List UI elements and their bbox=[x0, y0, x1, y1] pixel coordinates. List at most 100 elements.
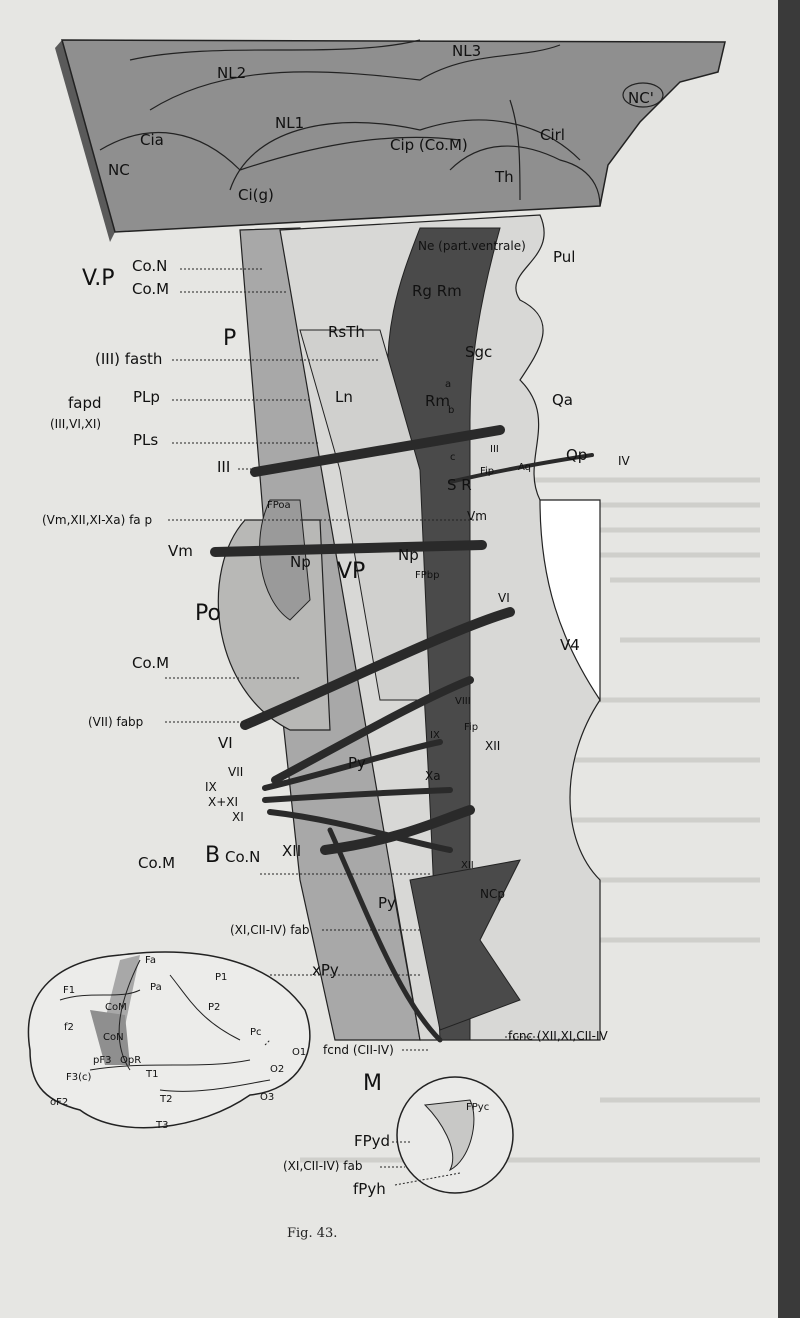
anatomical-label: P bbox=[223, 326, 236, 351]
anatomical-label: NC' bbox=[628, 89, 654, 107]
anatomical-label: (VII) fabp bbox=[88, 715, 143, 729]
nerve-IX bbox=[262, 739, 443, 791]
anatomical-label: fcnc (XII,XI,CII-IV bbox=[508, 1029, 609, 1043]
diagram-shape bbox=[449, 145, 601, 207]
anatomical-label: xPy bbox=[312, 961, 339, 979]
diagram-shape bbox=[89, 1059, 251, 1071]
anatomical-label: NL3 bbox=[452, 42, 481, 60]
top-labels: NL3 NL2 NL1 NC' Cia NC Cip (Co.M) Cirl T… bbox=[108, 42, 654, 204]
anatomical-label: Cia bbox=[140, 131, 164, 149]
slab-top bbox=[61, 39, 726, 233]
anatomical-label: XII bbox=[461, 860, 474, 871]
anatomical-label: (XI,CII-IV) fab bbox=[283, 1159, 362, 1173]
anatomical-label: VP bbox=[337, 559, 365, 584]
nerve-XII bbox=[320, 805, 475, 855]
anatomical-label: F1 bbox=[63, 985, 75, 996]
leader-lines bbox=[165, 268, 540, 1186]
slab-side bbox=[55, 40, 115, 242]
anatomical-label: PLp bbox=[133, 388, 160, 406]
anatomical-label: Np bbox=[398, 546, 419, 564]
anatomical-label: T1 bbox=[145, 1069, 158, 1080]
anatomical-label: X+XI bbox=[208, 795, 238, 809]
diagram-shape bbox=[99, 131, 241, 171]
anatomical-label: P1 bbox=[215, 972, 227, 983]
diagram-shape bbox=[59, 989, 141, 1001]
anatomical-label: Fa bbox=[145, 955, 156, 966]
anatomical-label: V.P bbox=[82, 266, 114, 291]
anatomical-label: Qp bbox=[566, 446, 587, 464]
anatomical-label: (III,VI,XI) bbox=[50, 417, 101, 431]
anatomical-label: F3(c) bbox=[66, 1072, 92, 1083]
anatomical-label: M bbox=[363, 1071, 382, 1096]
anatomical-label: fapd bbox=[68, 394, 102, 412]
anatomical-label: IX bbox=[205, 780, 217, 794]
figure-caption: Fig. 43. bbox=[287, 1226, 337, 1241]
brain-lateral-view bbox=[27, 951, 311, 1129]
anatomical-label: (III) fasth bbox=[95, 350, 162, 368]
anatomical-label: oF2 bbox=[50, 1097, 68, 1108]
diagram-shape bbox=[229, 119, 581, 191]
anatomical-label: pF3 bbox=[93, 1055, 111, 1066]
anatomical-label: NC bbox=[108, 161, 130, 179]
anatomical-label: T3 bbox=[155, 1120, 168, 1131]
anatomical-label: Py bbox=[378, 894, 396, 912]
anatomical-label: FPbp bbox=[415, 570, 439, 581]
anatomical-label: a bbox=[445, 379, 451, 390]
anatomical-label: Fip bbox=[464, 722, 478, 733]
anatomical-label: T2 bbox=[159, 1094, 172, 1105]
anatomical-label: FPyc bbox=[466, 1102, 489, 1113]
grey-matter bbox=[423, 1099, 475, 1172]
diagram-shape bbox=[129, 39, 421, 61]
anatomical-label: Pul bbox=[553, 248, 575, 266]
anatomical-label: (Vm,XII,XI-Xa) fa p bbox=[42, 513, 152, 527]
anatomical-label: Qa bbox=[552, 391, 573, 409]
brain-sulci bbox=[59, 959, 271, 1092]
anatomical-label: NCp bbox=[480, 887, 505, 901]
anatomical-label: fPyh bbox=[353, 1180, 386, 1198]
anatomical-label: Vm bbox=[168, 542, 193, 560]
page-edge bbox=[778, 0, 800, 1318]
diagram-shape bbox=[509, 99, 521, 201]
nerve-VI bbox=[240, 607, 515, 730]
anatomical-label: S R bbox=[447, 476, 472, 494]
diagram-shape bbox=[264, 1039, 271, 1046]
anatomical-label: Ne (part.ventrale) bbox=[418, 239, 526, 253]
anatomical-label: Aq bbox=[518, 462, 531, 473]
anatomical-label: NL1 bbox=[275, 114, 304, 132]
anatomical-label: FPoa bbox=[267, 500, 291, 511]
fpoa-region bbox=[259, 499, 311, 621]
diagram-shape bbox=[159, 1079, 271, 1092]
anatomical-label: Cirl bbox=[540, 126, 565, 144]
slab-contours bbox=[99, 39, 664, 207]
anatomical-label: O3 bbox=[260, 1092, 274, 1103]
anatomical-label: f2 bbox=[64, 1022, 74, 1033]
anatomical-label: P2 bbox=[208, 1002, 220, 1013]
left-labels: V.P Co.N Co.M P (III) fasth fapd (III,VI… bbox=[42, 257, 609, 1198]
anatomical-label: NL2 bbox=[217, 64, 246, 82]
anatomical-label: b bbox=[448, 405, 454, 416]
diagram-shape bbox=[239, 136, 461, 171]
nerve-III bbox=[250, 425, 505, 477]
anatomical-label: RsTh bbox=[328, 323, 365, 341]
anatomical-label: XI bbox=[232, 810, 244, 824]
nerve-VII bbox=[271, 676, 474, 784]
anatomical-label: XII bbox=[485, 739, 500, 753]
anatomical-label: Pa bbox=[150, 982, 162, 993]
anatomical-label: Co.M bbox=[138, 854, 175, 872]
nerve-XI bbox=[267, 809, 453, 853]
anatomical-label: Co.M bbox=[132, 654, 169, 672]
anatomical-label: Rg Rm bbox=[412, 282, 462, 300]
anatomical-label: B bbox=[205, 843, 220, 868]
anatomical-label: c bbox=[450, 452, 456, 463]
nerve-cervical bbox=[327, 827, 443, 1043]
anatomical-label: CoN bbox=[103, 1032, 124, 1043]
anatomical-label: O1 bbox=[292, 1047, 306, 1058]
ncp-region bbox=[409, 859, 521, 1031]
diagram-shape bbox=[118, 959, 141, 1071]
diagram-shape bbox=[149, 44, 561, 111]
anatomical-label: III bbox=[217, 458, 230, 476]
anatomical-label: Ln bbox=[335, 388, 353, 406]
nerve-X-XI bbox=[262, 787, 453, 803]
anatomical-label: Xa bbox=[425, 769, 441, 783]
